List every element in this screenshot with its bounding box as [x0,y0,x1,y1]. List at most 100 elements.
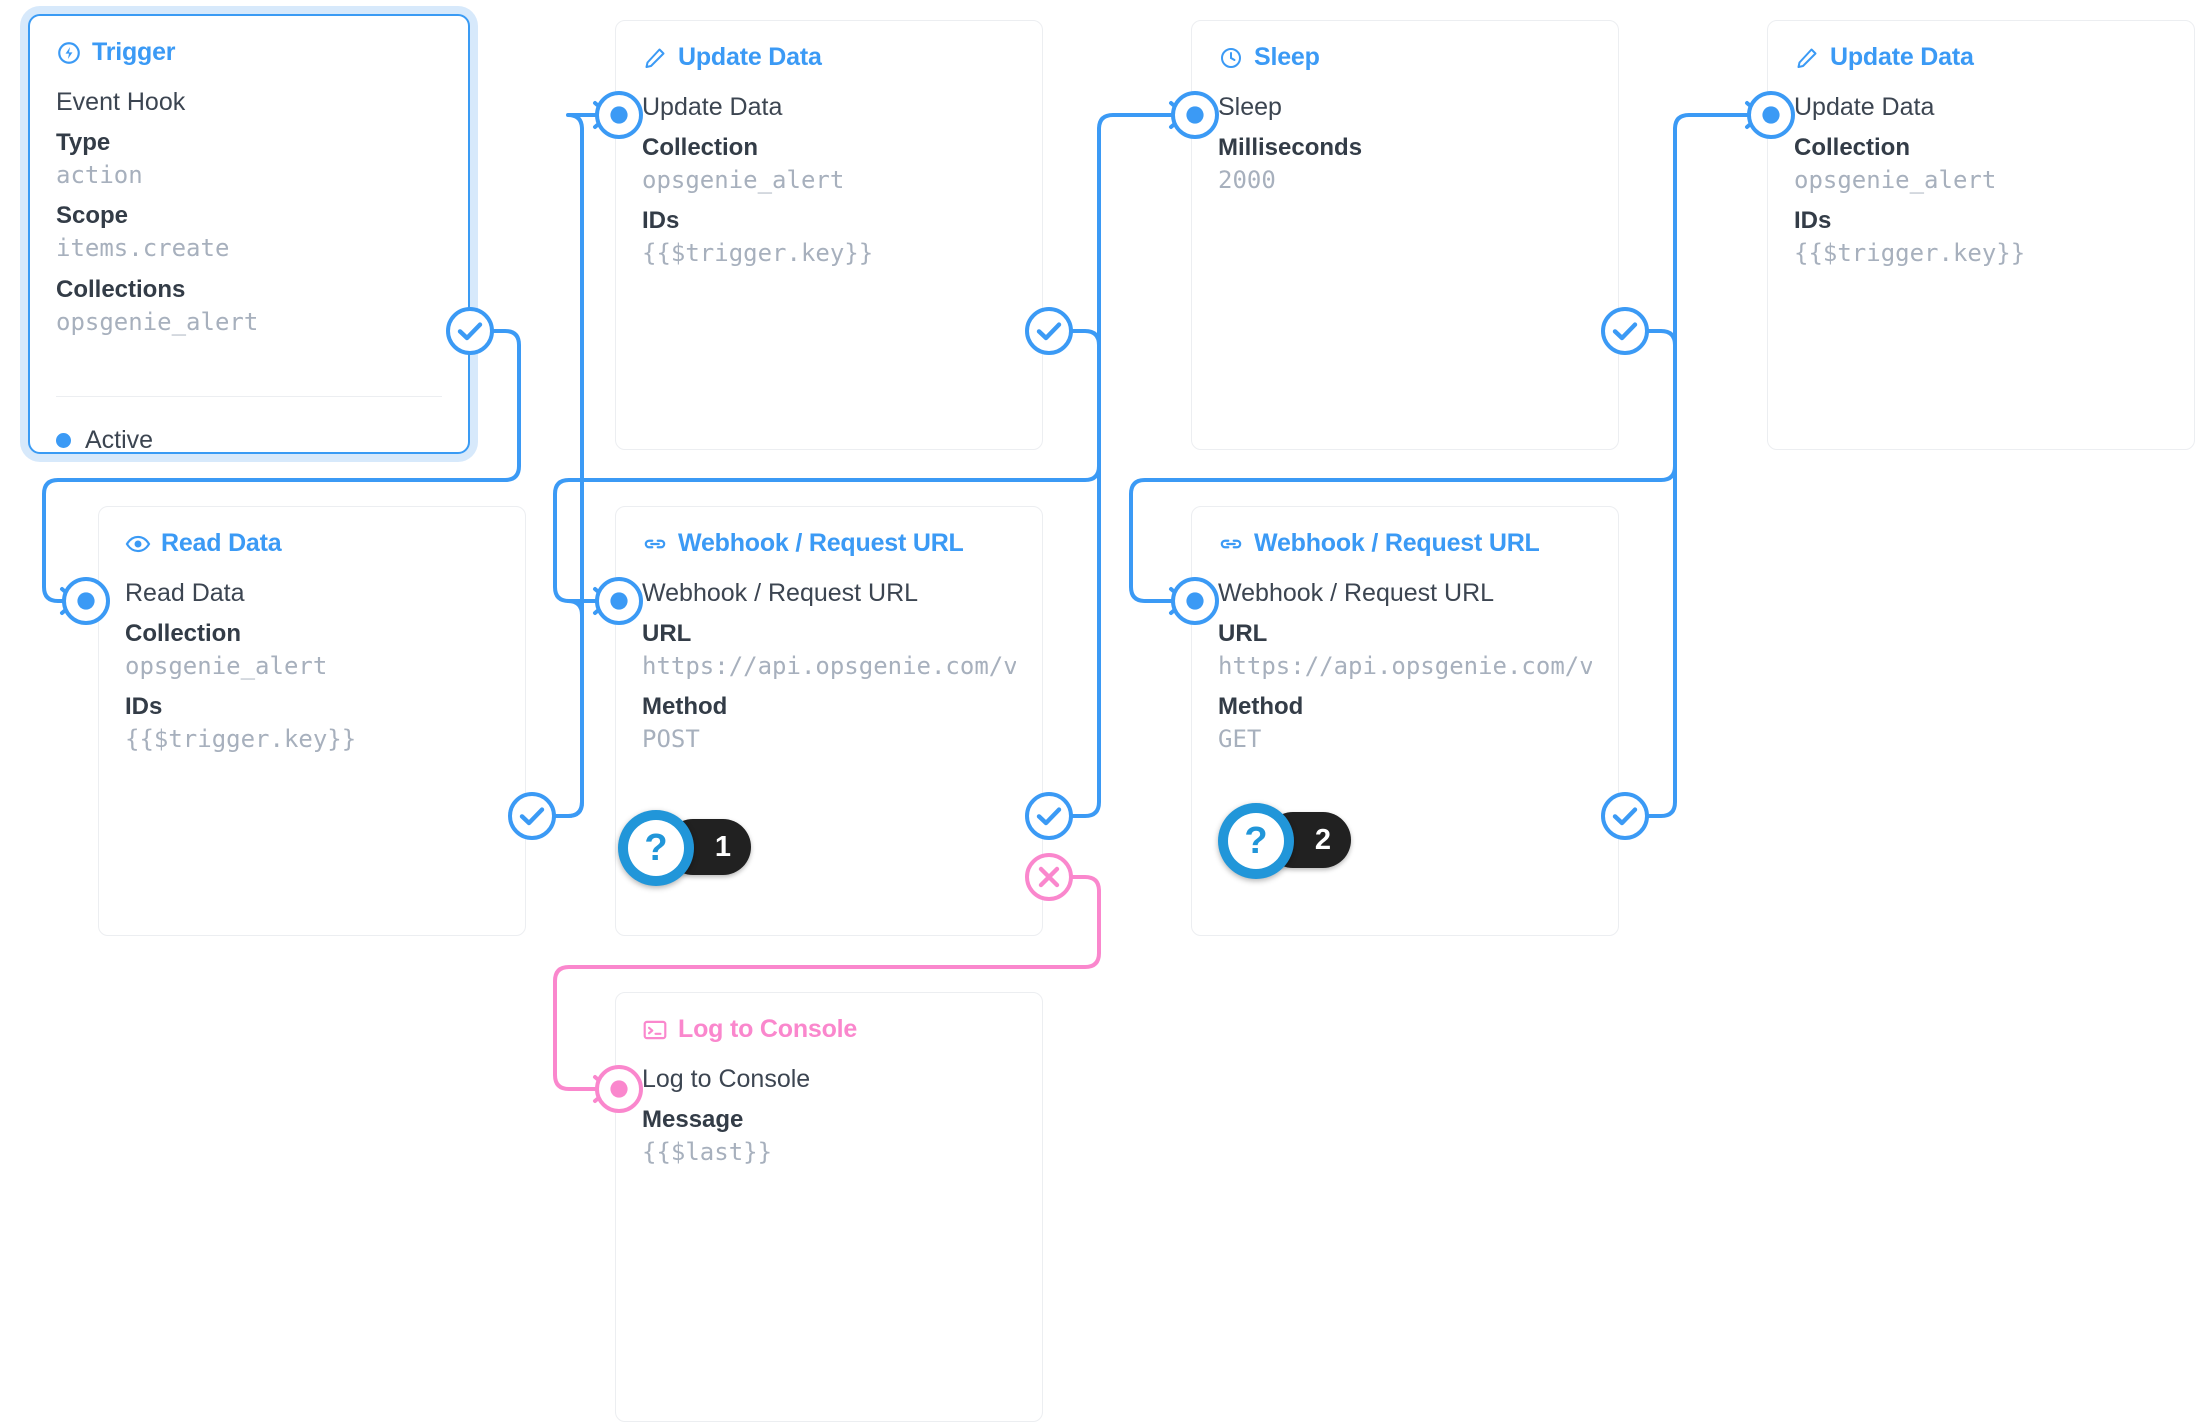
node-header: Sleep [1192,21,1618,72]
node-body: Read Data Collection opsgenie_alert IDs … [99,558,525,756]
question-mark-icon[interactable]: ? [1218,803,1294,879]
field-label: IDs [125,693,163,721]
pencil-icon [642,45,668,71]
field-value: items.create [56,234,230,263]
link-icon [642,531,668,557]
question-mark-icon[interactable]: ? [618,810,694,886]
field-value: https://api.opsgenie.com/v… [642,652,1016,681]
field-label: Message [642,1106,744,1134]
port-input-log-to-console[interactable] [593,1063,645,1115]
node-header: Update Data [1768,21,2194,72]
field-collection: Collection opsgenie_alert [642,133,1016,196]
field-label: IDs [642,207,680,235]
field-label: Method [1218,693,1304,721]
node-header-label: Webhook / Request URL [1254,529,1540,557]
node-header: Webhook / Request URL [1192,507,1618,558]
node-header-label: Read Data [161,529,282,557]
field-method: Method POST [642,692,1016,755]
port-resolve-update-data-1[interactable] [1023,305,1075,357]
field-label: URL [642,620,692,648]
node-header-label: Update Data [678,43,822,71]
field-value: {{$trigger.key}} [642,239,874,268]
help-badge-count: 2 [1314,823,1331,856]
field-label: IDs [1794,207,1832,235]
node-body: Update Data Collection opsgenie_alert ID… [1768,72,2194,270]
port-input-update-data-2[interactable] [1745,89,1797,141]
node-trigger[interactable]: Trigger Event Hook Type action Scope ite… [28,14,470,454]
node-header: Log to Console [616,993,1042,1044]
node-header-label: Log to Console [678,1015,858,1043]
node-operation-name: Log to Console [642,1065,811,1093]
field-label: Collection [125,620,242,648]
node-log-to-console[interactable]: Log to Console Log to Console Message {{… [615,992,1043,1422]
node-header: Read Data [99,507,525,558]
port-input-sleep[interactable] [1169,89,1221,141]
node-header-label: Sleep [1254,43,1320,71]
port-input-webhook-post[interactable] [593,575,645,627]
field-value: action [56,161,143,190]
field-value: 2000 [1218,166,1276,195]
field-value: opsgenie_alert [56,307,259,336]
field-type: Type action [56,128,442,191]
help-badge-2[interactable]: 2 ? [1218,803,1351,879]
question-mark-glyph: ? [628,820,684,876]
field-message: Message {{$last}} [642,1105,1016,1168]
node-sleep[interactable]: Sleep Sleep Milliseconds 2000 [1191,20,1619,450]
field-value: https://api.opsgenie.com/v… [1218,652,1592,681]
port-reject-webhook-post[interactable] [1023,851,1075,903]
port-resolve-sleep[interactable] [1599,305,1651,357]
field-collection: Collection opsgenie_alert [125,619,499,682]
node-body: Webhook / Request URL URL https://api.op… [1192,558,1618,756]
field-ids: IDs {{$trigger.key}} [125,692,499,755]
field-value: POST [642,725,700,754]
node-body: Sleep Milliseconds 2000 [1192,72,1618,196]
node-operation-name: Sleep [1218,93,1282,121]
node-header-label: Update Data [1830,43,1974,71]
link-icon [1218,531,1244,557]
node-header: Trigger [30,16,468,67]
field-label: Collection [1794,134,1911,162]
eye-icon [125,531,151,557]
bolt-circle-icon [56,40,82,66]
port-resolve-trigger[interactable] [444,305,496,357]
port-resolve-webhook-post[interactable] [1023,790,1075,842]
node-operation-name: Webhook / Request URL [1218,579,1495,607]
node-body: Webhook / Request URL URL https://api.op… [616,558,1042,756]
port-resolve-read-data[interactable] [506,790,558,842]
port-resolve-webhook-get[interactable] [1599,790,1651,842]
field-label: Collections [56,275,186,303]
field-value: {{$trigger.key}} [125,725,357,754]
field-scope: Scope items.create [56,201,442,264]
card-divider [56,396,442,397]
node-read-data[interactable]: Read Data Read Data Collection opsgenie_… [98,506,526,936]
field-value: opsgenie_alert [642,166,845,195]
node-update-data-1[interactable]: Update Data Update Data Collection opsge… [615,20,1043,450]
field-method: Method GET [1218,692,1592,755]
status-label: Active [85,426,154,454]
field-url: URL https://api.opsgenie.com/v… [1218,619,1592,682]
field-collections: Collections opsgenie_alert [56,275,442,338]
help-badge-1[interactable]: 1 ? [618,810,751,886]
field-value: opsgenie_alert [1794,166,1997,195]
help-badge-count: 1 [714,830,731,863]
field-label: URL [1218,620,1268,648]
field-url: URL https://api.opsgenie.com/v… [642,619,1016,682]
field-milliseconds: Milliseconds 2000 [1218,133,1592,196]
field-ids: IDs {{$trigger.key}} [642,206,1016,269]
status-dot-icon [56,433,71,448]
field-value: {{$trigger.key}} [1794,239,2026,268]
port-input-webhook-get[interactable] [1169,575,1221,627]
port-input-read-data[interactable] [60,575,112,627]
field-value: opsgenie_alert [125,652,328,681]
node-operation-name: Update Data [1794,93,1935,121]
field-value: GET [1218,725,1262,754]
field-label: Collection [642,134,759,162]
node-operation-name: Webhook / Request URL [642,579,919,607]
port-input-update-data-1[interactable] [593,89,645,141]
field-label: Milliseconds [1218,134,1363,162]
field-label: Method [642,693,728,721]
field-ids: IDs {{$trigger.key}} [1794,206,2168,269]
node-operation-name: Event Hook [56,88,186,116]
node-update-data-2[interactable]: Update Data Update Data Collection opsge… [1767,20,2195,450]
